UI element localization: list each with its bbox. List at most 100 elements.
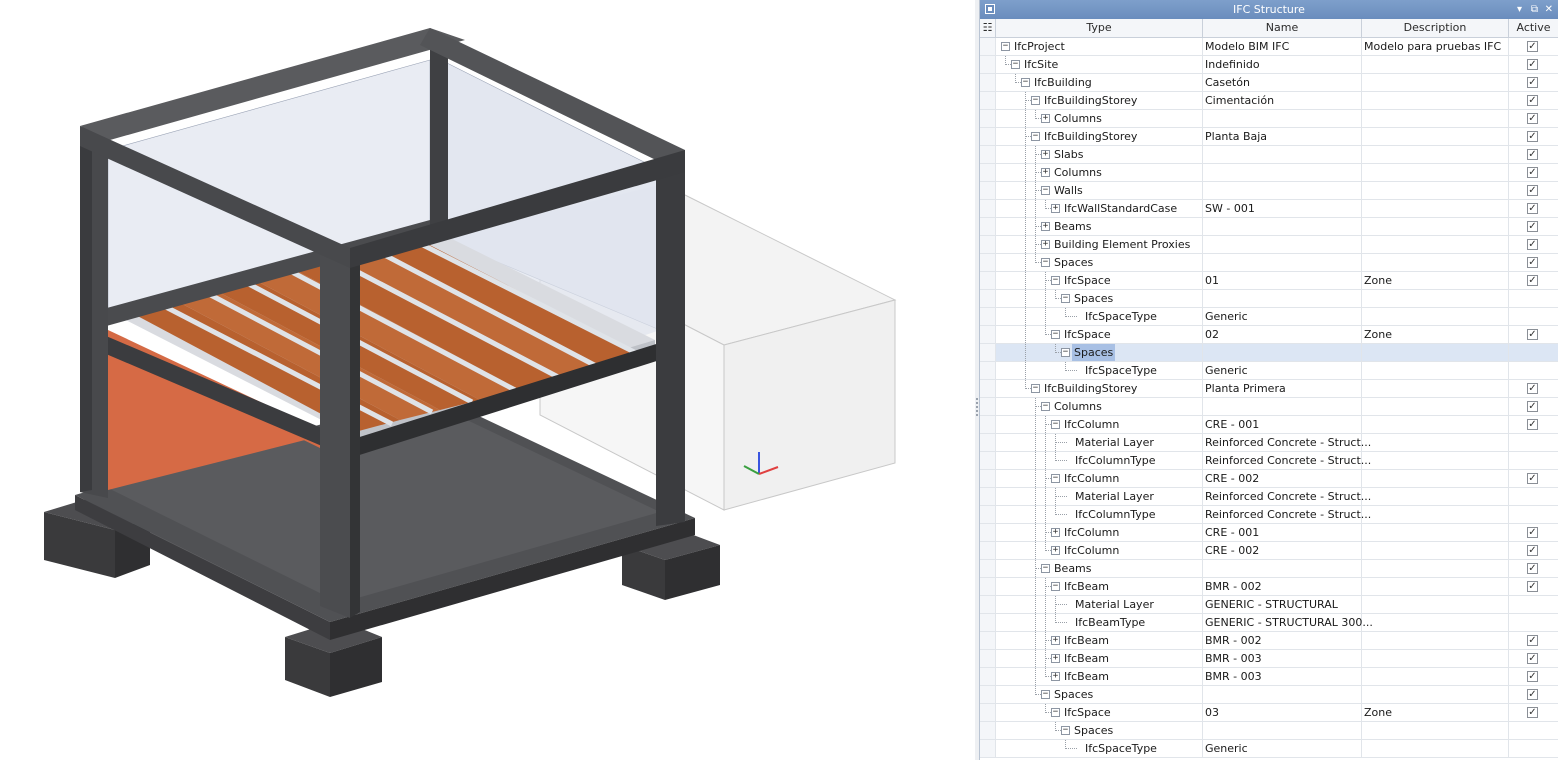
name-cell[interactable]: Generic bbox=[1203, 362, 1362, 379]
active-checkbox[interactable]: ✓ bbox=[1527, 41, 1538, 52]
active-cell[interactable]: ✓ bbox=[1509, 92, 1558, 109]
type-cell[interactable]: −IfcColumn bbox=[996, 416, 1203, 433]
type-cell[interactable]: −IfcBuildingStorey bbox=[996, 92, 1203, 109]
active-cell[interactable] bbox=[1509, 488, 1558, 505]
collapse-icon[interactable]: − bbox=[1041, 563, 1050, 573]
type-cell[interactable]: +IfcColumn bbox=[996, 542, 1203, 559]
name-cell[interactable] bbox=[1203, 398, 1362, 415]
description-cell[interactable]: Zone bbox=[1362, 272, 1509, 289]
row-indicator[interactable] bbox=[980, 326, 996, 343]
active-checkbox[interactable]: ✓ bbox=[1527, 527, 1538, 538]
type-cell[interactable]: −IfcBuildingStorey bbox=[996, 380, 1203, 397]
active-cell[interactable]: ✓ bbox=[1509, 56, 1558, 73]
type-cell[interactable]: +IfcBeam bbox=[996, 668, 1203, 685]
type-cell[interactable]: −IfcSpace bbox=[996, 704, 1203, 721]
active-cell[interactable] bbox=[1509, 308, 1558, 325]
description-cell[interactable] bbox=[1362, 236, 1509, 253]
type-cell[interactable]: −IfcProject bbox=[996, 38, 1203, 55]
description-cell[interactable] bbox=[1362, 128, 1509, 145]
row-indicator[interactable] bbox=[980, 722, 996, 739]
row-indicator[interactable] bbox=[980, 398, 996, 415]
active-cell[interactable] bbox=[1509, 722, 1558, 739]
active-cell[interactable]: ✓ bbox=[1509, 542, 1558, 559]
tree-row[interactable]: +Building Element Proxies✓ bbox=[980, 236, 1558, 254]
collapse-icon[interactable]: − bbox=[1041, 185, 1050, 195]
description-cell[interactable] bbox=[1362, 722, 1509, 739]
active-checkbox[interactable]: ✓ bbox=[1527, 635, 1538, 646]
expand-icon[interactable]: + bbox=[1041, 149, 1050, 159]
active-cell[interactable] bbox=[1509, 290, 1558, 307]
active-checkbox[interactable]: ✓ bbox=[1527, 419, 1538, 430]
tree-row[interactable]: +Columns✓ bbox=[980, 164, 1558, 182]
tree-row[interactable]: −Spaces✓ bbox=[980, 686, 1558, 704]
expand-icon[interactable]: + bbox=[1051, 203, 1060, 213]
name-cell[interactable] bbox=[1203, 290, 1362, 307]
row-indicator[interactable] bbox=[980, 92, 996, 109]
row-indicator[interactable] bbox=[980, 578, 996, 595]
name-cell[interactable]: Reinforced Concrete - Struct... bbox=[1205, 434, 1372, 451]
tree-row[interactable]: +Beams✓ bbox=[980, 218, 1558, 236]
active-cell[interactable]: ✓ bbox=[1509, 560, 1558, 577]
active-cell[interactable]: ✓ bbox=[1509, 164, 1558, 181]
collapse-icon[interactable]: − bbox=[1051, 473, 1060, 483]
name-cell[interactable]: BMR - 002 bbox=[1203, 632, 1362, 649]
active-cell[interactable]: ✓ bbox=[1509, 110, 1558, 127]
active-cell[interactable] bbox=[1509, 596, 1558, 613]
type-cell[interactable]: +IfcBeam bbox=[996, 650, 1203, 667]
tree-row[interactable]: −Spaces bbox=[980, 290, 1558, 308]
tree-row[interactable]: +Slabs ✓ bbox=[980, 146, 1558, 164]
description-cell[interactable] bbox=[1362, 740, 1509, 757]
row-indicator[interactable] bbox=[980, 596, 996, 613]
active-checkbox[interactable]: ✓ bbox=[1527, 149, 1538, 160]
row-indicator[interactable] bbox=[980, 704, 996, 721]
active-checkbox[interactable]: ✓ bbox=[1527, 707, 1538, 718]
description-cell[interactable] bbox=[1362, 524, 1509, 541]
active-checkbox[interactable]: ✓ bbox=[1527, 131, 1538, 142]
name-cell[interactable] bbox=[1203, 164, 1362, 181]
type-cell[interactable]: −IfcSpace bbox=[996, 272, 1203, 289]
collapse-icon[interactable]: − bbox=[1051, 581, 1060, 591]
row-indicator[interactable] bbox=[980, 56, 996, 73]
name-cell[interactable]: Generic bbox=[1203, 308, 1362, 325]
active-checkbox[interactable]: ✓ bbox=[1527, 167, 1538, 178]
name-cell[interactable]: GENERIC - STRUCTURAL 300... bbox=[1205, 614, 1373, 631]
description-cell[interactable] bbox=[1362, 488, 1509, 505]
collapse-icon[interactable]: − bbox=[1061, 347, 1070, 357]
row-indicator[interactable] bbox=[980, 668, 996, 685]
column-header-name[interactable]: Name bbox=[1203, 19, 1362, 37]
active-cell[interactable]: ✓ bbox=[1509, 470, 1558, 487]
description-cell[interactable] bbox=[1362, 596, 1509, 613]
type-cell[interactable]: +IfcWallStandardCase bbox=[996, 200, 1203, 217]
type-cell[interactable]: +Slabs bbox=[996, 146, 1203, 163]
type-cell[interactable]: −Walls bbox=[996, 182, 1203, 199]
float-window-icon[interactable]: ⧉ bbox=[1530, 4, 1538, 15]
tree-row[interactable]: −Spaces✓ bbox=[980, 254, 1558, 272]
row-indicator[interactable] bbox=[980, 38, 996, 55]
collapse-icon[interactable]: − bbox=[1001, 41, 1010, 51]
active-checkbox[interactable]: ✓ bbox=[1527, 545, 1538, 556]
active-cell[interactable]: ✓ bbox=[1509, 416, 1558, 433]
expand-icon[interactable]: + bbox=[1041, 113, 1050, 123]
name-cell[interactable]: BMR - 003 bbox=[1203, 668, 1362, 685]
row-indicator[interactable] bbox=[980, 146, 996, 163]
active-cell[interactable] bbox=[1509, 362, 1558, 379]
active-cell[interactable] bbox=[1509, 452, 1558, 469]
name-cell[interactable] bbox=[1203, 182, 1362, 199]
type-cell[interactable]: −IfcSite bbox=[996, 56, 1203, 73]
active-checkbox[interactable]: ✓ bbox=[1527, 221, 1538, 232]
row-indicator[interactable] bbox=[980, 614, 996, 631]
active-checkbox[interactable]: ✓ bbox=[1527, 203, 1538, 214]
name-cell[interactable]: CRE - 001 bbox=[1203, 524, 1362, 541]
type-cell[interactable]: −Spaces bbox=[996, 290, 1203, 307]
